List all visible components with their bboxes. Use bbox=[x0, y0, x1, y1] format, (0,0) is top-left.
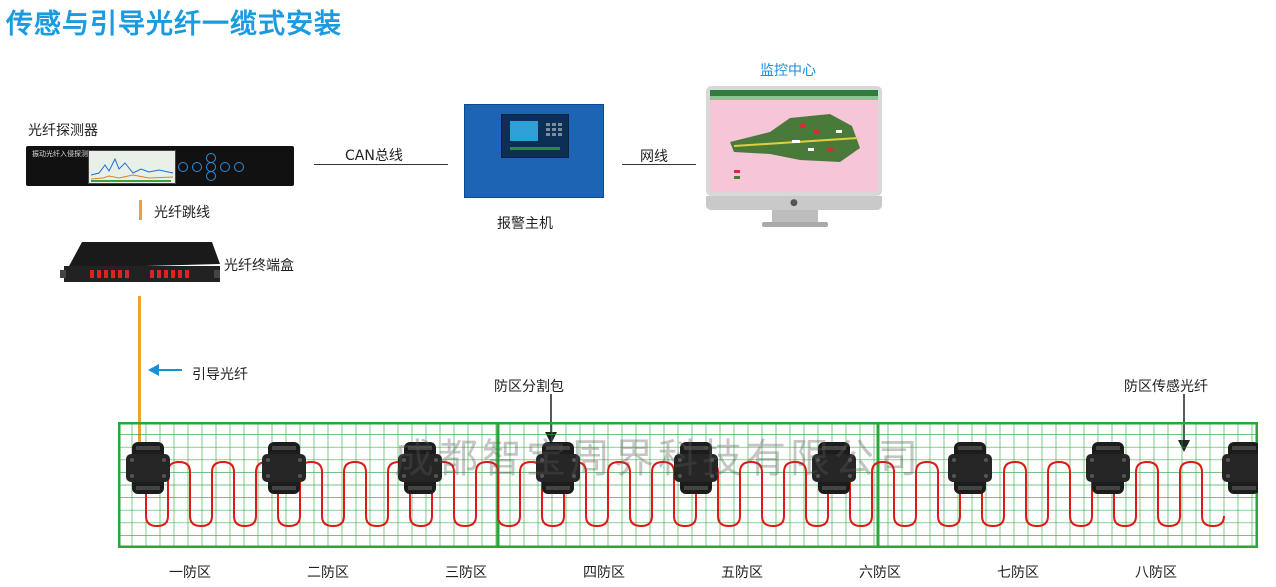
arrow-down-icon bbox=[545, 394, 557, 448]
alarm-panel bbox=[501, 114, 569, 158]
detector-button-icon bbox=[234, 162, 244, 172]
site-map-icon bbox=[710, 90, 878, 179]
zone-label-8: 八防区 bbox=[1135, 565, 1177, 581]
monitor-stand bbox=[772, 210, 818, 224]
fence-field bbox=[117, 421, 1266, 549]
splitter-box-icon bbox=[674, 442, 718, 494]
splitter-box-icon bbox=[812, 442, 856, 494]
network-label: 网线 bbox=[640, 149, 668, 165]
monitor-chin: ● bbox=[706, 196, 882, 210]
lead-fiber-label: 引导光纤 bbox=[192, 367, 248, 383]
lead-fiber-line bbox=[138, 296, 141, 446]
fiber-detector-device: 振动光纤入侵探测器 bbox=[26, 146, 294, 186]
can-bus-line bbox=[314, 164, 448, 165]
sensing-fiber-label: 防区传感光纤 bbox=[1124, 379, 1208, 395]
splitter-box-icon bbox=[398, 442, 442, 494]
monitor-screen bbox=[710, 90, 878, 192]
zone-label-6: 六防区 bbox=[859, 565, 901, 581]
apple-logo-icon: ● bbox=[790, 198, 798, 208]
detector-screen-text: 振动光纤入侵探测器 bbox=[32, 150, 95, 158]
network-line bbox=[622, 164, 696, 165]
patch-cord-line bbox=[139, 200, 142, 220]
splitter-box-icon bbox=[126, 442, 170, 494]
detector-label: 光纤探测器 bbox=[28, 123, 98, 139]
splitter-box-icon bbox=[536, 442, 580, 494]
arrow-left-icon bbox=[148, 362, 184, 381]
patch-cord-label: 光纤跳线 bbox=[154, 205, 210, 221]
zone-label-5: 五防区 bbox=[721, 565, 763, 581]
monitor-center-label: 监控中心 bbox=[760, 63, 816, 79]
sensing-fiber bbox=[145, 460, 1225, 528]
can-bus-label: CAN总线 bbox=[345, 148, 403, 164]
alarm-host-device bbox=[464, 104, 604, 198]
detector-button-icon bbox=[178, 162, 188, 172]
terminal-box-icon bbox=[60, 242, 220, 282]
splitter-box-icon bbox=[1222, 442, 1266, 494]
zone-label-2: 二防区 bbox=[307, 565, 349, 581]
zone-label-7: 七防区 bbox=[997, 565, 1039, 581]
waveform-icon bbox=[90, 157, 174, 182]
monitor-stand-base bbox=[762, 222, 828, 227]
splitter-box-icon bbox=[948, 442, 992, 494]
alarm-lcd bbox=[510, 121, 538, 141]
alarm-host-label: 报警主机 bbox=[497, 216, 553, 232]
detector-button-icon bbox=[206, 171, 216, 181]
fence-grid-diagram bbox=[117, 421, 1266, 549]
detector-button-icon bbox=[220, 162, 230, 172]
fiber-terminal-box bbox=[60, 240, 220, 284]
arrow-down-icon bbox=[1178, 394, 1190, 458]
keypad-icon bbox=[546, 123, 562, 139]
splitter-label: 防区分割包 bbox=[494, 379, 564, 395]
zone-label-3: 三防区 bbox=[445, 565, 487, 581]
zone-label-1: 一防区 bbox=[169, 565, 211, 581]
detector-screen bbox=[88, 150, 176, 184]
page-title: 传感与引导光纤一缆式安装 bbox=[6, 9, 342, 40]
terminal-box-label: 光纤终端盒 bbox=[224, 258, 294, 274]
splitter-box-icon bbox=[262, 442, 306, 494]
watermark: 成都智宝周界科技有限公司 bbox=[394, 436, 922, 482]
zone-label-4: 四防区 bbox=[583, 565, 625, 581]
status-strip bbox=[510, 147, 560, 150]
detector-button-icon bbox=[192, 162, 202, 172]
splitter-box-icon bbox=[1086, 442, 1130, 494]
